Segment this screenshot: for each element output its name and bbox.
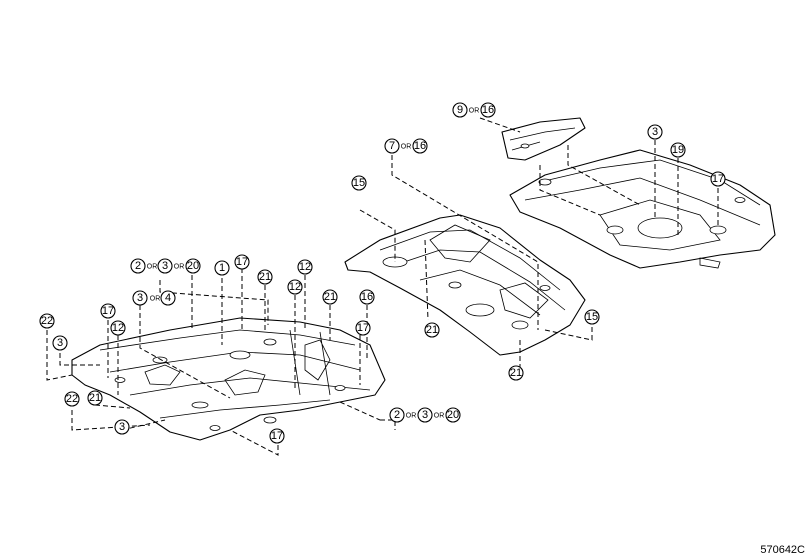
svg-text:21: 21 — [89, 392, 101, 404]
svg-text:16: 16 — [482, 104, 494, 116]
svg-text:12: 12 — [289, 281, 301, 293]
callout-21-left: 21 — [87, 390, 103, 406]
svg-text:OR: OR — [150, 296, 161, 303]
callout-21-center: 21 — [424, 322, 440, 338]
svg-text:3: 3 — [137, 292, 143, 304]
illustration-code: 570642C — [760, 544, 805, 556]
callout-17-top: 17 — [234, 254, 250, 270]
callout-12-top-a: 12 — [287, 279, 303, 295]
callout-21-mid: 21 — [322, 289, 338, 305]
svg-text:4: 4 — [165, 292, 171, 304]
callout-22-top: 22 — [39, 313, 55, 329]
callout-3-left: 3 — [52, 335, 68, 351]
leader-lines — [46, 117, 719, 456]
callout-16-left: 16 — [359, 289, 375, 305]
svg-text:15: 15 — [586, 311, 598, 323]
callout-15-right: 15 — [584, 309, 600, 325]
svg-text:3: 3 — [57, 337, 63, 349]
callout-2-or-3-or-20-top: 2 OR 3 OR 20 — [130, 258, 201, 274]
callout-22-bottom: 22 — [64, 391, 80, 407]
svg-text:3: 3 — [652, 126, 658, 138]
callout-15-top: 15 — [351, 175, 367, 191]
callout-3-bottom: 3 — [114, 419, 130, 435]
callout-3-or-4: 3 OR 4 — [132, 290, 176, 306]
svg-text:2: 2 — [135, 260, 141, 272]
svg-text:16: 16 — [361, 291, 373, 303]
callout-19: 19 — [670, 142, 686, 158]
callout-12-left: 12 — [110, 320, 126, 336]
rear-floor-panel — [509, 149, 776, 269]
svg-text:17: 17 — [236, 256, 248, 268]
callout-9-or-16: 9 OR 16 — [452, 102, 496, 118]
callouts: 22 3 17 12 22 21 3 3 OR 4 2 OR 3 OR 20 1… — [39, 102, 726, 444]
callout-7-or-16: 7 OR 16 — [384, 138, 428, 154]
svg-text:19: 19 — [672, 144, 684, 156]
svg-text:OR: OR — [434, 413, 445, 420]
svg-text:21: 21 — [259, 271, 271, 283]
svg-text:17: 17 — [357, 322, 369, 334]
svg-text:3: 3 — [422, 409, 428, 421]
svg-text:22: 22 — [66, 393, 78, 405]
callout-17-rear: 17 — [710, 171, 726, 187]
svg-text:7: 7 — [389, 140, 395, 152]
svg-text:3: 3 — [119, 421, 125, 433]
callout-12-top-b: 12 — [297, 259, 313, 275]
svg-text:OR: OR — [401, 144, 412, 151]
callout-17-mid: 17 — [355, 320, 371, 336]
center-floor-panel — [344, 214, 586, 356]
svg-text:17: 17 — [271, 430, 283, 442]
front-floor-panel — [71, 317, 386, 441]
callout-3-rear: 3 — [647, 124, 663, 140]
callout-21-top: 21 — [257, 269, 273, 285]
svg-text:17: 17 — [102, 305, 114, 317]
svg-text:OR: OR — [147, 264, 158, 271]
svg-text:21: 21 — [324, 291, 336, 303]
svg-text:21: 21 — [426, 324, 438, 336]
callout-17-left: 17 — [100, 303, 116, 319]
svg-text:9: 9 — [457, 104, 463, 116]
svg-text:3: 3 — [162, 260, 168, 272]
svg-text:16: 16 — [414, 140, 426, 152]
svg-text:20: 20 — [187, 260, 199, 272]
svg-text:1: 1 — [219, 262, 225, 274]
svg-text:22: 22 — [41, 315, 53, 327]
callout-17-bottom: 17 — [269, 428, 285, 444]
svg-text:15: 15 — [353, 177, 365, 189]
callout-1: 1 — [214, 260, 230, 276]
svg-text:21: 21 — [510, 367, 522, 379]
svg-text:2: 2 — [394, 409, 400, 421]
svg-text:12: 12 — [299, 261, 311, 273]
rear-bracket — [501, 117, 586, 161]
svg-text:12: 12 — [112, 322, 124, 334]
callout-2-or-3-or-20-bottom: 2 OR 3 OR 20 — [389, 407, 461, 423]
svg-text:17: 17 — [712, 173, 724, 185]
svg-text:OR: OR — [174, 264, 185, 271]
callout-21-center-bottom: 21 — [508, 365, 524, 381]
svg-text:20: 20 — [447, 409, 459, 421]
svg-text:OR: OR — [406, 413, 417, 420]
svg-text:OR: OR — [469, 108, 480, 115]
